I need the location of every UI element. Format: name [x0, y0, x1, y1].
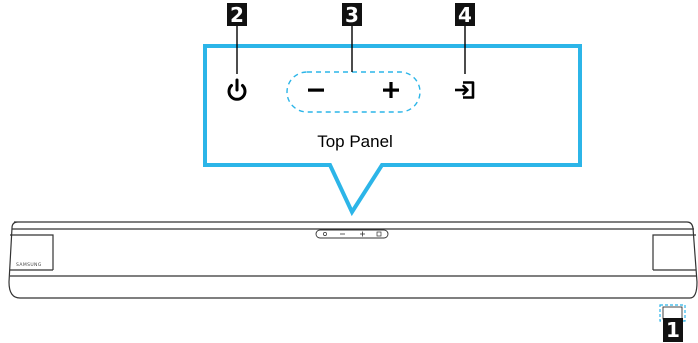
svg-text:4: 4 — [458, 3, 472, 27]
minus-icon — [308, 88, 324, 92]
plus-icon — [383, 82, 399, 98]
device-top-panel-buttons — [315, 229, 389, 239]
samsung-logo: SAMSUNG — [16, 262, 42, 268]
svg-text:2: 2 — [230, 3, 244, 27]
power-icon — [227, 78, 247, 101]
top-panel-title: Top Panel — [317, 132, 393, 151]
input-source-icon — [455, 81, 475, 99]
svg-text:1: 1 — [666, 318, 680, 342]
callout-badge-3: 3 — [342, 3, 362, 27]
top-panel-callout-bubble — [203, 44, 582, 217]
volume-buttons-group — [286, 71, 421, 113]
callout-badge-4: 4 — [455, 3, 475, 27]
soundbar-body — [8, 221, 698, 299]
svg-text:3: 3 — [345, 3, 359, 27]
callout-badge-1: 1 — [663, 318, 683, 342]
remote-sensor — [659, 304, 686, 322]
callout-badge-2: 2 — [227, 3, 247, 27]
